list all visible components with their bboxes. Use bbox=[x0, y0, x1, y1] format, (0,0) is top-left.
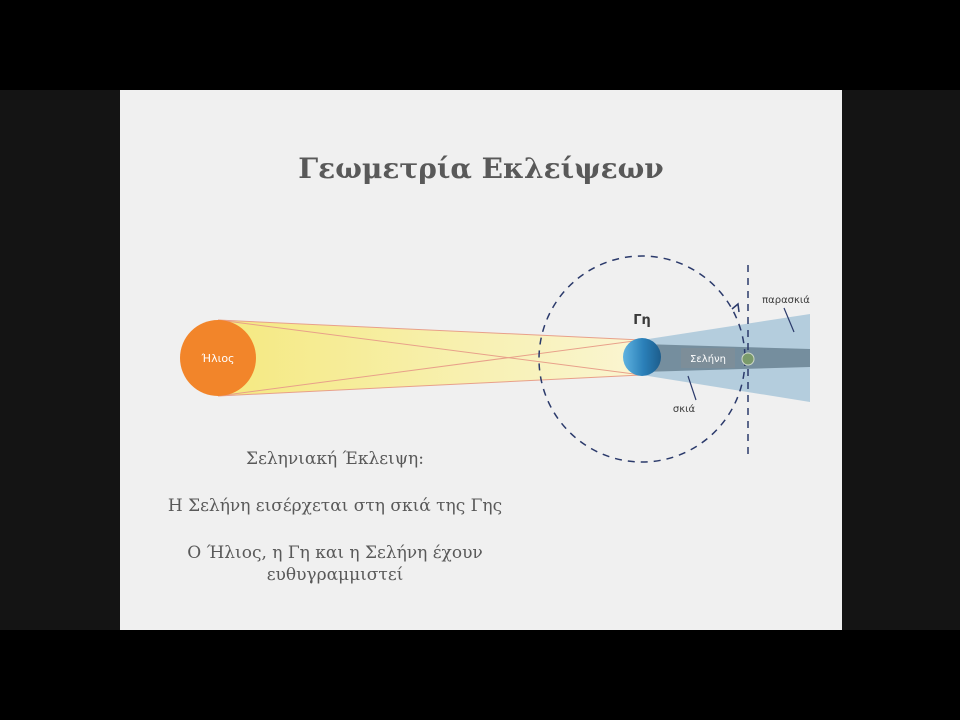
sun bbox=[180, 320, 256, 396]
penumbra-label: παρασκιά bbox=[762, 294, 810, 306]
slide-title: Γεωμετρία Εκλείψεων bbox=[298, 152, 664, 185]
left-side-band bbox=[0, 90, 120, 630]
moon bbox=[741, 352, 755, 366]
penumbra-leader bbox=[783, 307, 795, 333]
orbit-arrow-icon bbox=[731, 302, 740, 313]
moon-label-box bbox=[681, 348, 735, 368]
sunlight-cone bbox=[218, 320, 642, 396]
slide: Γεωμετρία Εκλείψεων bbox=[120, 90, 842, 630]
umbra-leader bbox=[687, 375, 697, 401]
sunlight-rays bbox=[217, 319, 643, 397]
caption-heading: Σεληνιακή Έκλειψη: bbox=[246, 449, 424, 469]
moon-label: Σελήνη bbox=[690, 353, 726, 365]
earth bbox=[623, 338, 661, 376]
caption-line-1: Η Σελήνη εισέρχεται στη σκιά της Γης bbox=[167, 496, 503, 516]
eclipse-diagram: Ήλιος Γη Σελήνη σκιά παρασκιά bbox=[180, 255, 810, 463]
caption-line-2: Ο Ήλιος, η Γη και η Σελήνη έχουν ευθυγρα… bbox=[187, 543, 483, 585]
earth-label: Γη bbox=[633, 313, 651, 328]
umbra-label: σκιά bbox=[673, 403, 696, 415]
right-side-band bbox=[842, 90, 960, 630]
sun-label: Ήλιος bbox=[201, 352, 235, 365]
